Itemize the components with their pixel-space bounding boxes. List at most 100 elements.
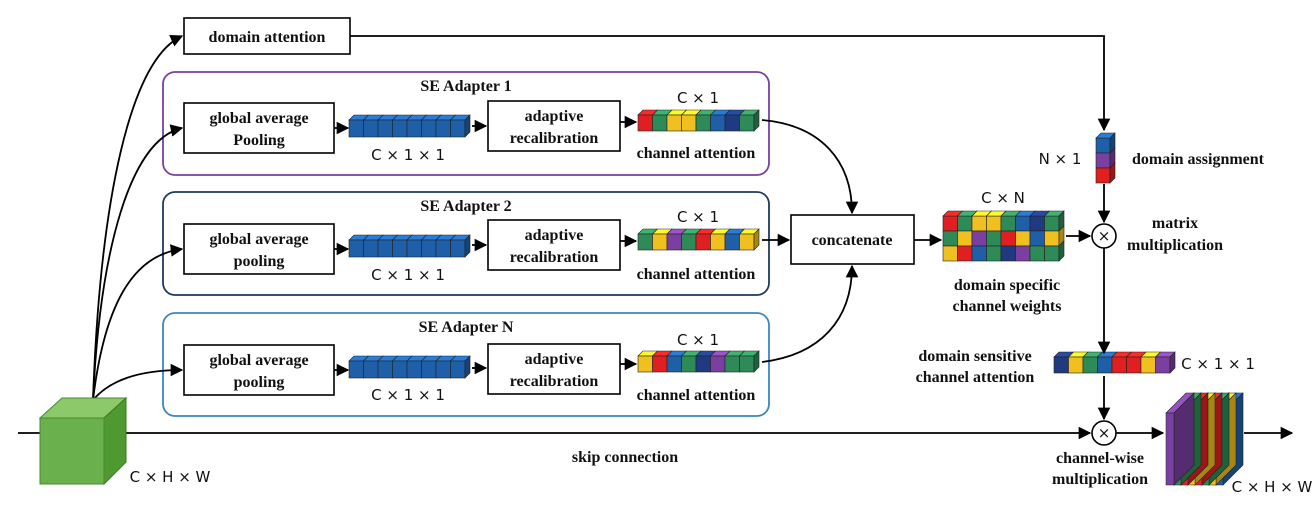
matrix-cell	[1044, 215, 1060, 232]
matrix-cell	[1015, 245, 1031, 262]
channel-attention-label-2: channel attention	[637, 266, 756, 283]
se-adapter-2-frame	[162, 191, 770, 296]
domain-sensitive-attention-vector	[1053, 351, 1176, 374]
sens-cell	[1140, 356, 1156, 374]
skip-connection-label: skip connection	[572, 449, 678, 466]
wire-to-domain-attention	[92, 35, 184, 401]
attn-2-cell	[637, 233, 653, 251]
channel-attention-vector-n	[637, 350, 760, 373]
wire-to-adapter-2	[92, 244, 184, 401]
attn-n-cell	[710, 355, 726, 373]
matrix-multiplication-symbol: ×	[1098, 227, 1111, 245]
pooled-vector-2	[348, 234, 471, 258]
attn-n-cell	[739, 355, 755, 373]
attn-2-cell	[695, 233, 711, 251]
matrix-cell	[1029, 245, 1045, 262]
cw-label-line1: channel-wise	[1056, 450, 1144, 467]
attn-1-cell	[652, 114, 668, 132]
matrix-dim: C × N	[981, 189, 1025, 207]
attn-n-cell	[724, 355, 740, 373]
se-adapter-1-title: SE Adapter 1	[420, 78, 511, 95]
gap-box-n-line2: pooling	[234, 374, 285, 391]
attn-2-cell-side	[753, 228, 760, 251]
recal-box-1	[487, 100, 621, 152]
attn-n-cell	[695, 355, 711, 373]
sens-cell	[1082, 356, 1098, 374]
matrix-cell	[942, 215, 958, 232]
pool-2-cell	[421, 239, 437, 258]
input-feature-cube	[38, 396, 128, 486]
wire-to-adapter-n	[92, 363, 184, 401]
attn-1-cell-side	[753, 109, 760, 132]
output-dim: C × H × W	[1232, 478, 1313, 496]
attn-n-cell	[652, 355, 668, 373]
pooled-vector-1	[348, 114, 471, 138]
matrix-cell	[986, 245, 1002, 262]
recal-box-2-line2: recalibration	[510, 249, 599, 266]
matrix-cell	[971, 230, 987, 247]
attn-1-cell	[739, 114, 755, 132]
pool-1-cell	[450, 119, 466, 138]
domain-attention-box	[183, 17, 351, 55]
channel-attention-label-1: channel attention	[637, 145, 756, 162]
attn-n-cell	[637, 355, 653, 373]
sens-cell	[1097, 356, 1113, 374]
recal-box-n	[487, 343, 621, 395]
attn-n-cell	[666, 355, 682, 373]
attn-1-cell	[666, 114, 682, 132]
sens-cell	[1126, 356, 1142, 374]
pool-1-cell	[363, 119, 379, 138]
concatenate-box	[790, 214, 915, 265]
pool-2-cell-side	[464, 234, 471, 258]
pool-2-cell	[377, 239, 393, 258]
matrix-cell	[1044, 230, 1060, 247]
matrix-cell	[942, 245, 958, 262]
gap-box-n	[183, 344, 335, 396]
channel-attention-vector-2	[637, 228, 760, 251]
attn-2-cell	[681, 233, 697, 251]
pool-2-cell	[450, 239, 466, 258]
domain-assignment-dim: N × 1	[1039, 150, 1082, 168]
gap-box-n-line1: global average	[209, 352, 308, 369]
channel-wise-multiplication-symbol: ×	[1098, 424, 1111, 442]
gap-box-1-line2: Pooling	[233, 132, 285, 149]
matrix-cell	[1000, 230, 1016, 247]
pool-1-cell	[392, 119, 408, 138]
pool-n-cell	[435, 360, 451, 379]
wire-to-adapter-1	[92, 124, 184, 401]
dsca-dim: C × 1 × 1	[1181, 355, 1255, 373]
attn-1-cell	[681, 114, 697, 132]
sens-cell	[1068, 356, 1084, 374]
pool-n-cell	[363, 360, 379, 379]
recal-box-1-line1: adaptive	[525, 108, 584, 125]
se-adapter-n-frame	[162, 312, 770, 417]
matrix-cell	[971, 245, 987, 262]
pool-n-cell-side	[464, 355, 471, 379]
dscw-label-line2: channel weights	[953, 298, 1062, 315]
pooled-dim-1: C × 1 × 1	[371, 146, 445, 164]
gap-box-2-line1: global average	[209, 231, 308, 248]
attn-1-cell	[710, 114, 726, 132]
pool-1-cell	[406, 119, 422, 138]
wire-domain-attention-assignment	[350, 35, 1111, 132]
attn-2-cell	[710, 233, 726, 251]
matrix-cell	[1015, 215, 1031, 232]
pooled-dim-2: C × 1 × 1	[371, 266, 445, 284]
matrix-mult-label-line2: multiplication	[1127, 237, 1223, 254]
domain-assignment-label: domain assignment	[1132, 151, 1265, 168]
gap-box-2-line2: pooling	[234, 253, 285, 270]
assign-cell-top	[1095, 132, 1116, 139]
pool-1-cell	[421, 119, 437, 138]
assign-cell	[1095, 167, 1111, 184]
attn-n-cell-side	[753, 350, 760, 373]
attn-dim-2: C × 1	[677, 208, 719, 226]
matrix-cell	[971, 215, 987, 232]
assign-cell	[1095, 152, 1111, 169]
pool-2-cell	[435, 239, 451, 258]
pool-2-cell	[363, 239, 379, 258]
pool-2-cell	[392, 239, 408, 258]
pooled-vector-n	[348, 355, 471, 379]
se-adapter-n-title: SE Adapter N	[419, 319, 514, 336]
gap-box-1	[183, 102, 335, 154]
